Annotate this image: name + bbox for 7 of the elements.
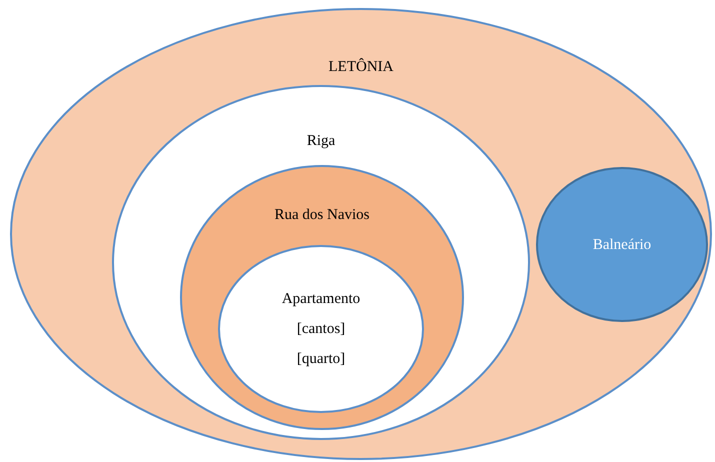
region-label: Apartamento — [282, 291, 360, 307]
region-label: [cantos] — [296, 321, 346, 337]
region-label: LETÔNIA — [328, 59, 394, 75]
region-label: Rua dos Navios — [274, 207, 370, 223]
region-label: Balneário — [592, 237, 652, 253]
region-label: [quarto] — [296, 351, 346, 367]
region-label: Riga — [306, 133, 336, 149]
